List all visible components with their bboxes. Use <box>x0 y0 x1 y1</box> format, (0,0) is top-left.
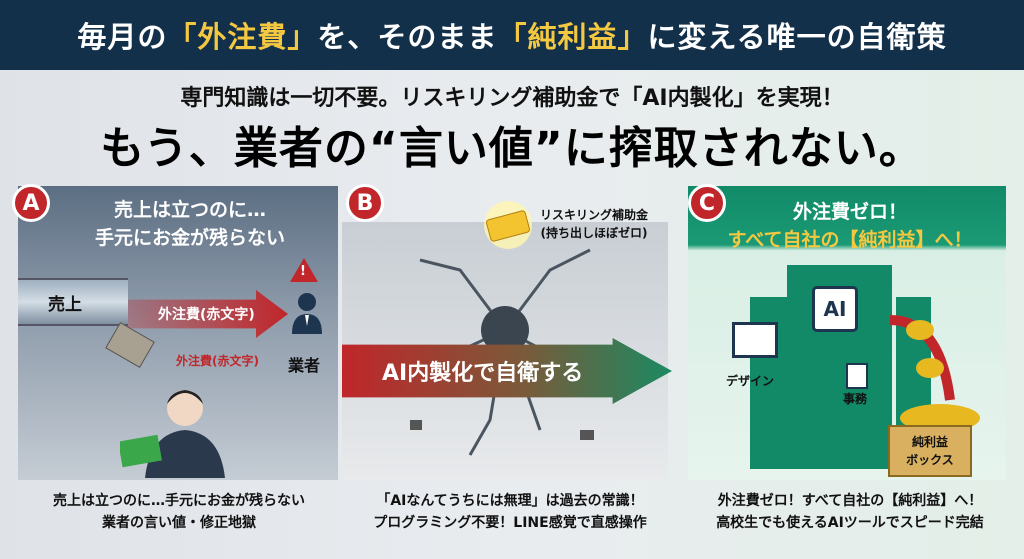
badge-b: B <box>346 184 384 222</box>
ai-insourcing-arrow: AI内製化で自衛する <box>342 338 672 404</box>
worried-man-icon <box>120 390 225 478</box>
subsidy-label: リスキリング補助金 (持ち出しほぼゼロ) <box>540 206 648 242</box>
design-monitor-icon <box>732 322 778 358</box>
badge-a: A <box>12 184 50 222</box>
vendor-person-icon <box>292 293 322 334</box>
header-pre: 毎月の <box>77 20 168 54</box>
panel-c-title-line1: 外注費ゼロ！ <box>792 201 907 223</box>
sales-pipe: 売上 <box>18 278 128 326</box>
panel-b-caption: 「AIなんてうちには無理」は過去の常識！ プログラミング不要！LINE感覚で直感… <box>340 490 680 534</box>
subtitle: 専門知識は一切不要。リスキリング補助金で「AI内製化」を実現！ <box>180 86 844 111</box>
panel-a-title: 売上は立つのに… 手元にお金が残らない <box>40 196 340 252</box>
panel-a <box>18 186 338 480</box>
panel-c-title: 外注費ゼロ！ すべて自社の【純利益】へ！ <box>700 198 1000 254</box>
panel-a-title-line2: 手元にお金が残らない <box>94 227 285 249</box>
main-title: もう、業者の“言い値”に搾取されない。 <box>100 123 924 174</box>
document-icon <box>846 363 868 389</box>
money-label: 外注費(赤文字) <box>176 354 259 368</box>
ai-chip-icon: AI <box>812 286 858 332</box>
panel-c-title-line2: すべて自社の【純利益】へ！ <box>727 229 973 251</box>
subsidy-ticket-icon <box>484 201 532 249</box>
vendor-label: 業者 <box>288 356 321 375</box>
warning-icon <box>290 258 318 282</box>
design-label: デザイン <box>726 374 775 388</box>
warning-mark: ! <box>300 264 306 279</box>
coins-icon <box>889 315 980 430</box>
panel-b-caption-line2: プログラミング不要！LINE感覚で直感操作 <box>373 515 647 531</box>
panel-c-caption: 外注費ゼロ！すべて自社の【純利益】へ！ 高校生でも使えるAIツールでスピード完結 <box>680 490 1020 534</box>
profit-box-line1: 純利益 <box>911 435 948 449</box>
subsidy-label-line1: リスキリング補助金 <box>540 208 649 222</box>
header-outsourcing: 「外注費」 <box>167 20 318 54</box>
badge-c: C <box>688 184 726 222</box>
header-profit: 「純利益」 <box>497 20 648 54</box>
panel-a-caption: 売上は立つのに…手元にお金が残らない 業者の言い値・修正地獄 <box>14 490 344 534</box>
header-mid: を、そのまま <box>317 20 498 54</box>
panel-a-caption-line2: 業者の言い値・修正地獄 <box>102 515 256 531</box>
header-banner: 毎月の「外注費」を、そのまま「純利益」に変える唯一の自衛策 <box>0 0 1024 70</box>
subsidy-label-line2: (持ち出しほぼゼロ) <box>540 226 648 240</box>
panel-a-caption-line1: 売上は立つのに…手元にお金が残らない <box>53 493 305 509</box>
panel-c-caption-line1: 外注費ゼロ！すべて自社の【純利益】へ！ <box>717 493 983 509</box>
panel-b-caption-line1: 「AIなんてうちには無理」は過去の常識！ <box>376 493 644 509</box>
profit-box-line2: ボックス <box>906 453 954 467</box>
panel-a-title-line1: 売上は立つのに… <box>113 199 266 221</box>
profit-box: 純利益 ボックス <box>888 425 972 477</box>
office-label: 事務 <box>843 392 868 406</box>
panel-c-caption-line2: 高校生でも使えるAIツールでスピード完結 <box>716 515 984 531</box>
header-post: に変える唯一の自衛策 <box>647 20 947 54</box>
